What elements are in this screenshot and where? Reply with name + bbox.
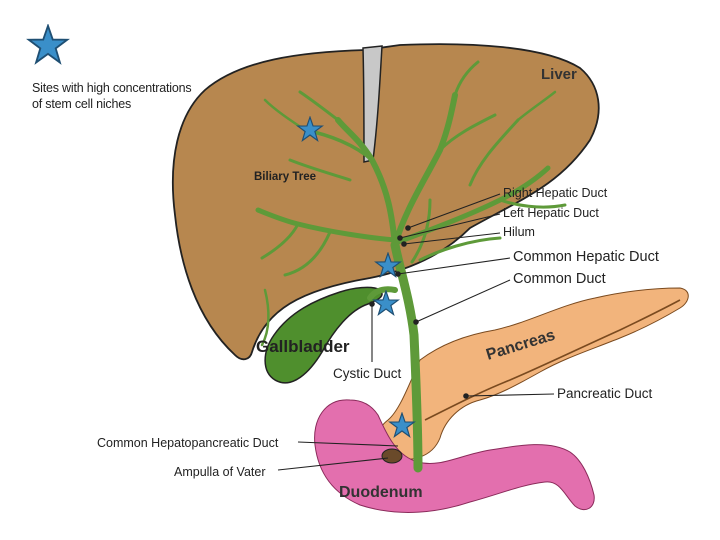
pancreatic-duct-label: Pancreatic Duct <box>557 386 653 401</box>
legend-line-2: of stem cell niches <box>32 97 132 111</box>
right-hepatic-duct-label: Right Hepatic Duct <box>503 186 608 200</box>
gallbladder-label: Gallbladder <box>256 337 350 356</box>
pancreas-shape <box>377 287 689 460</box>
pancreatic-duct <box>424 299 681 421</box>
left-hepatic-duct-label: Left Hepatic Duct <box>503 206 599 220</box>
hilum-label: Hilum <box>503 225 535 239</box>
common-duct-label: Common Duct <box>513 271 606 287</box>
duodenum-label: Duodenum <box>339 484 423 501</box>
legend-star-icon <box>27 24 69 64</box>
cystic-duct-label: Cystic Duct <box>333 366 402 381</box>
ampulla-shape <box>381 448 403 464</box>
gallbladder-shape <box>264 286 383 384</box>
biliary-tree-label: Biliary Tree <box>254 171 316 183</box>
common-hepatopancreatic-duct-label: Common Hepatopancreatic Duct <box>97 436 279 450</box>
liver-label: Liver <box>541 66 577 83</box>
common-hepatic-duct-label: Common Hepatic Duct <box>513 249 659 265</box>
leader-lines <box>277 193 555 471</box>
ampulla-of-vater-label: Ampulla of Vater <box>174 465 265 479</box>
legend-line-1: Sites with high concentrations <box>32 81 192 95</box>
legend: Sites with high concentrations of stem c… <box>32 80 192 112</box>
